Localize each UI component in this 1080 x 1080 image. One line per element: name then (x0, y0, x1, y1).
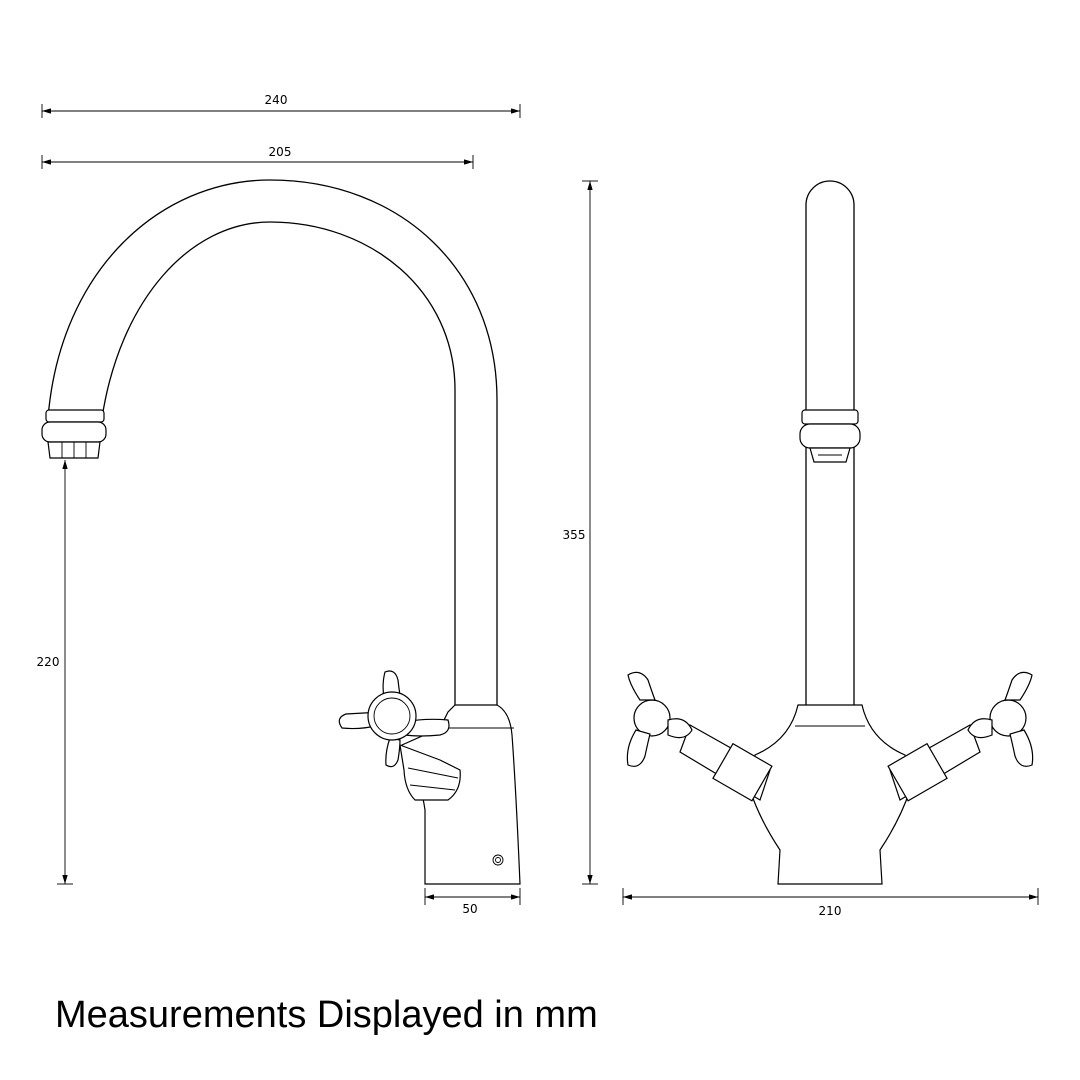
tap-front-view (626, 180, 1034, 885)
dimension-label: 210 (819, 904, 842, 918)
dimension-label: 220 (37, 655, 60, 669)
dimension-label: 240 (265, 93, 288, 107)
dimension-label: 50 (462, 902, 477, 916)
tap-side-view (41, 179, 521, 885)
dimension-50: 50 (424, 888, 521, 916)
dimension-label: 205 (269, 145, 292, 159)
units-caption: Measurements Displayed in mm (55, 994, 598, 1036)
dimension-240: 240 (41, 93, 521, 118)
dimension-355: 355 (563, 180, 598, 885)
dimension-210: 210 (622, 888, 1039, 918)
dimension-label: 355 (563, 528, 586, 542)
dimension-205: 205 (41, 145, 474, 169)
dimension-220: 220 (37, 460, 73, 885)
